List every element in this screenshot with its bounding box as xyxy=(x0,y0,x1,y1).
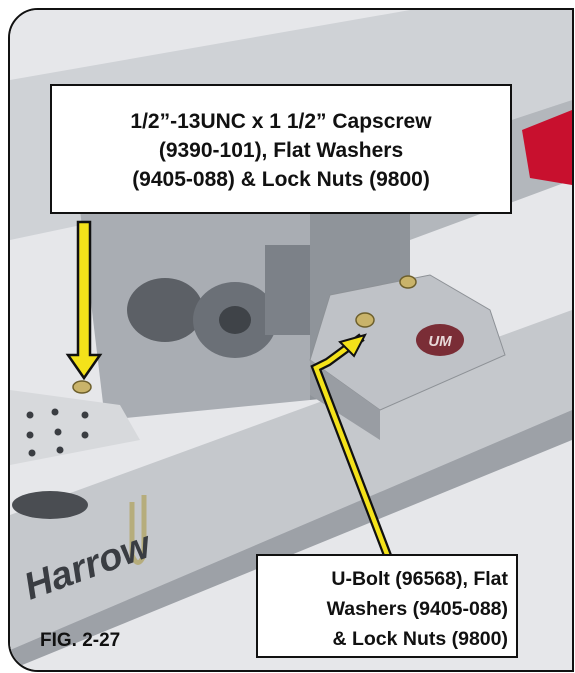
wheel xyxy=(12,491,88,519)
figure-label-text: FIG. 2-27 xyxy=(40,630,121,651)
ubolt-arrow-head xyxy=(338,333,367,358)
mounting-bracket-side xyxy=(310,360,380,440)
capscrew-head xyxy=(72,380,92,394)
lower-frame-edge xyxy=(10,410,572,670)
ubolt-callout: U-Bolt (96568), Flat Washers (9405-088) … xyxy=(256,554,518,658)
figure-label: FIG. 2-27 xyxy=(40,630,120,652)
ubolt-callout-line-1: U-Bolt (96568), Flat xyxy=(331,568,508,590)
capscrew-callout-line-1: 1/2”-13UNC x 1 1/2” Capscrew xyxy=(130,110,432,133)
ubolt-nut-rear xyxy=(399,275,417,289)
motor-hub xyxy=(219,306,251,334)
motor-mount xyxy=(265,245,310,335)
capscrew-callout: 1/2”-13UNC x 1 1/2” Capscrew (9390-101),… xyxy=(50,84,512,214)
lower-frame-beam xyxy=(10,310,572,650)
ubolt-arrow-shaft xyxy=(313,335,393,563)
motor-body xyxy=(127,278,203,342)
platform-holes xyxy=(26,408,89,457)
figure-panel: UM UM Harrow xyxy=(8,8,574,672)
capscrew-arrow xyxy=(65,220,103,381)
ubolt-nut-front xyxy=(355,312,375,328)
gearbox-housing xyxy=(80,160,310,420)
capscrew-callout-line-2: (9390-101), Flat Washers xyxy=(158,139,404,162)
ubolt-callout-line-3: & Lock Nuts (9800) xyxy=(332,628,508,650)
capscrew-callout-line-3: (9405-088) & Lock Nuts (9800) xyxy=(132,168,430,191)
red-accent xyxy=(522,110,572,185)
bracket-logo-disc xyxy=(416,324,464,356)
bracket-logo-text: UM xyxy=(428,333,452,350)
ubolt-callout-line-2: Washers (9405-088) xyxy=(326,598,508,620)
left-platform xyxy=(10,390,140,465)
ubolt-left xyxy=(129,495,147,565)
